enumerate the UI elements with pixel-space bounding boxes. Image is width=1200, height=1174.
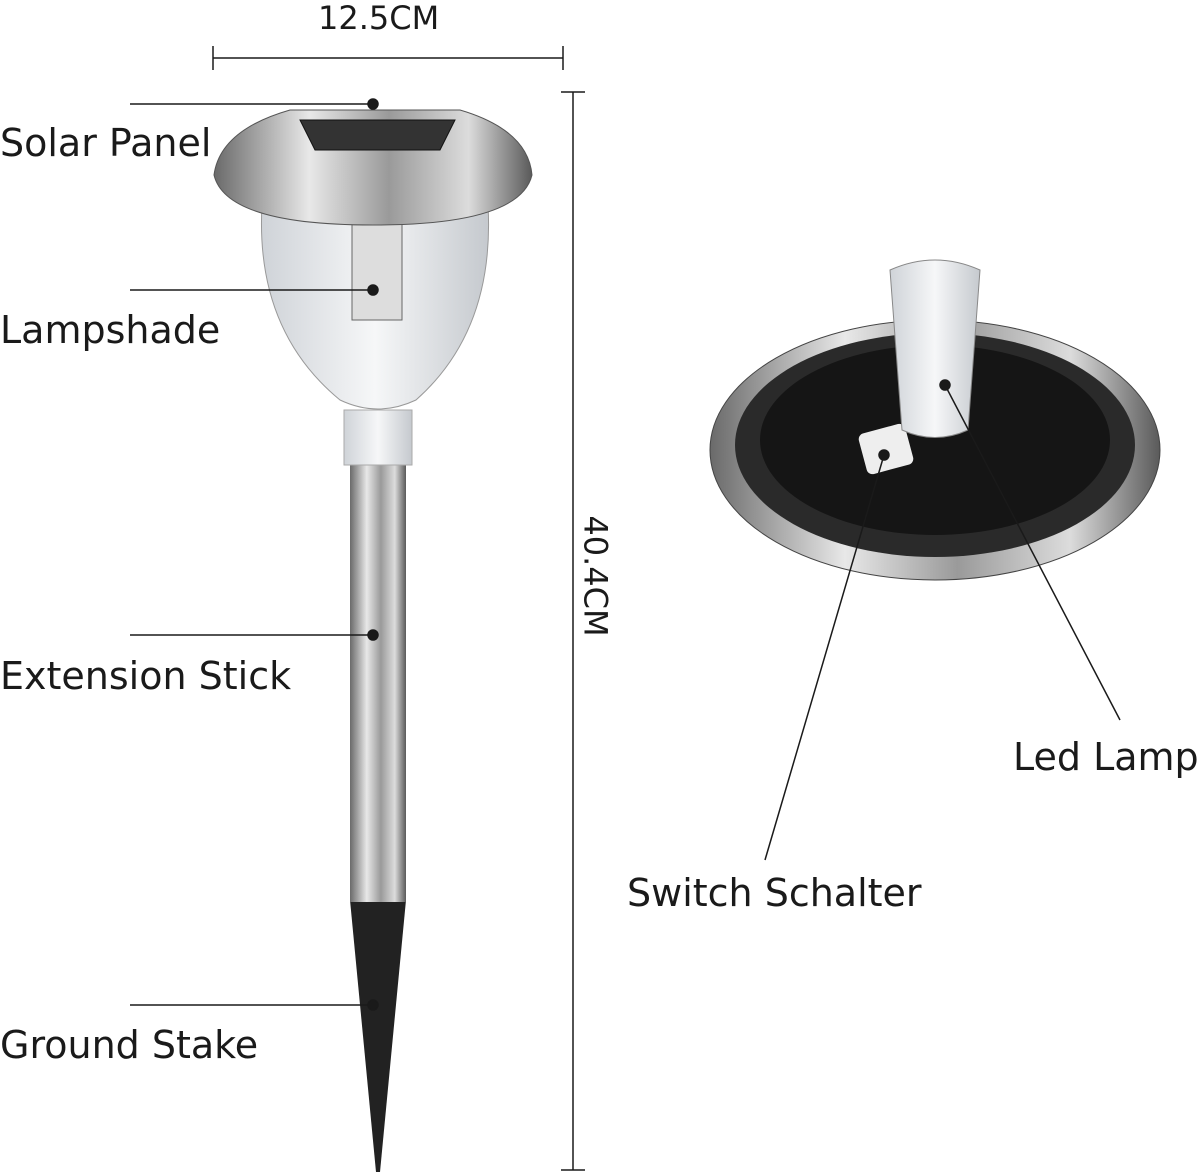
extension-stick [350, 420, 406, 902]
led-lamp [889, 259, 981, 438]
label-extension-stick: Extension Stick [0, 654, 292, 698]
label-solar-panel: Solar Panel [0, 121, 212, 165]
height-dimension-line [561, 91, 585, 1171]
stake-lamp [213, 109, 533, 1172]
width-dimension-label: 12.5CM [318, 0, 440, 37]
solar-panel [299, 119, 456, 151]
lamp-cap-bottom-view [709, 259, 1161, 581]
lamp-cap [213, 109, 533, 226]
shade-collar [343, 409, 413, 466]
label-led-lamp: Led Lamp [1013, 735, 1199, 779]
leader-lines [130, 98, 1121, 1011]
width-dimension-line [212, 46, 564, 70]
switch [858, 423, 914, 475]
label-lampshade: Lampshade [0, 308, 221, 352]
ground-stake [350, 900, 406, 1172]
led-core [351, 214, 403, 321]
label-switch: Switch Schalter [627, 871, 922, 915]
height-dimension-label: 40.4CM [576, 515, 615, 637]
label-ground-stake: Ground Stake [0, 1023, 259, 1067]
